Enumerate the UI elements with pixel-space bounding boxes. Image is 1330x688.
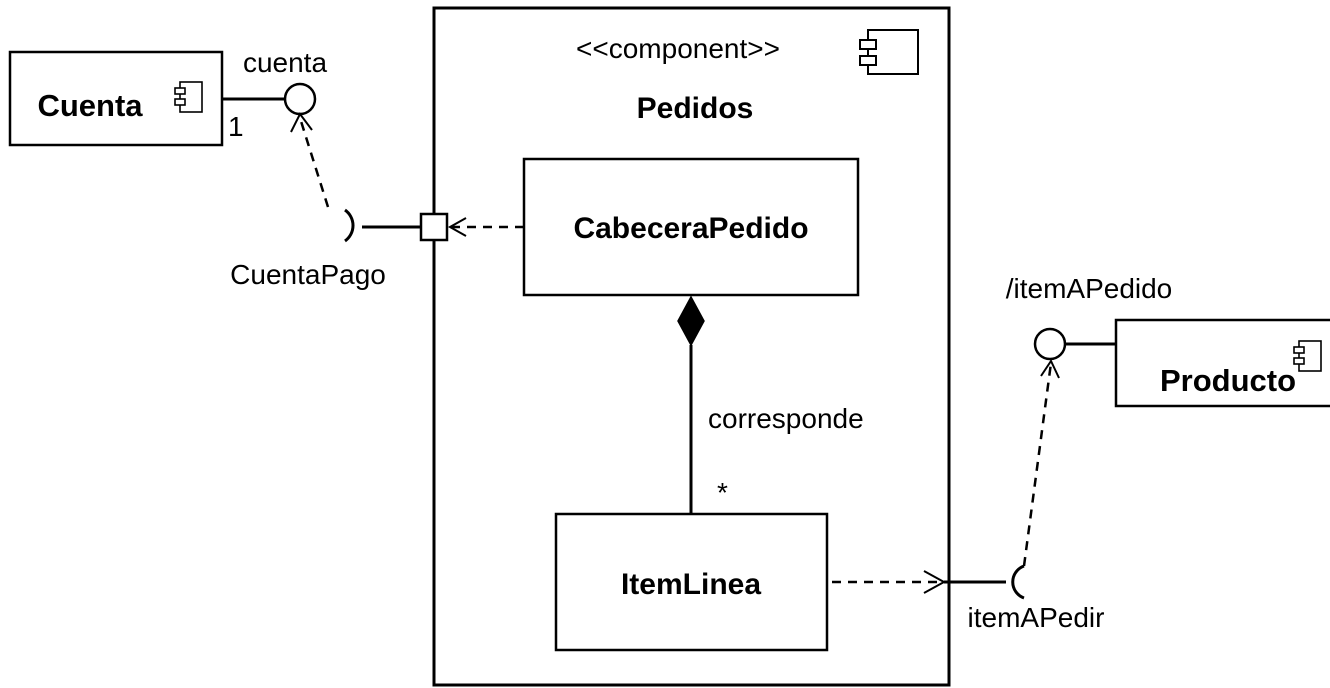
itemapedido-label: /itemAPedido	[1006, 273, 1173, 304]
cuenta-component[interactable]: Cuenta	[8, 50, 224, 147]
port[interactable]	[419, 212, 449, 242]
itemapedido-dependency	[1022, 358, 1060, 567]
producto-title: Producto	[1160, 363, 1296, 398]
itemapedido-provided-interface[interactable]: /itemAPedido	[1006, 273, 1173, 361]
itemapedir-required-interface[interactable]: itemAPedir	[944, 564, 1105, 633]
itemlinea-label: ItemLinea	[621, 568, 761, 601]
pedidos-stereotype: <<component>>	[576, 33, 780, 64]
association-multiplicity: *	[717, 477, 728, 508]
component-icon	[1293, 340, 1322, 372]
component-icon	[174, 81, 203, 113]
itemlinea-part[interactable]: ItemLinea	[554, 512, 829, 652]
cuenta-title: Cuenta	[37, 88, 143, 123]
corresponde-association: corresponde *	[677, 295, 864, 514]
cabecera-port-dependency	[447, 217, 524, 237]
cabecerapedido-part[interactable]: CabeceraPedido	[522, 157, 860, 297]
component-icon	[859, 29, 919, 75]
pedidos-title: Pedidos	[637, 92, 754, 125]
cuenta-interface-label: cuenta	[243, 47, 327, 78]
itemapedir-label: itemAPedir	[968, 602, 1105, 633]
producto-component[interactable]: Producto	[1114, 318, 1330, 408]
cuentapago-dependency	[290, 112, 330, 208]
association-label: corresponde	[708, 403, 864, 434]
cuentapago-label: CuentaPago	[230, 259, 386, 290]
cuenta-multiplicity: 1	[228, 111, 244, 142]
cabecerapedido-label: CabeceraPedido	[573, 212, 808, 245]
cuenta-provided-interface[interactable]: cuenta 1	[222, 47, 327, 142]
cuentapago-required-interface[interactable]: CuentaPago	[230, 208, 420, 290]
